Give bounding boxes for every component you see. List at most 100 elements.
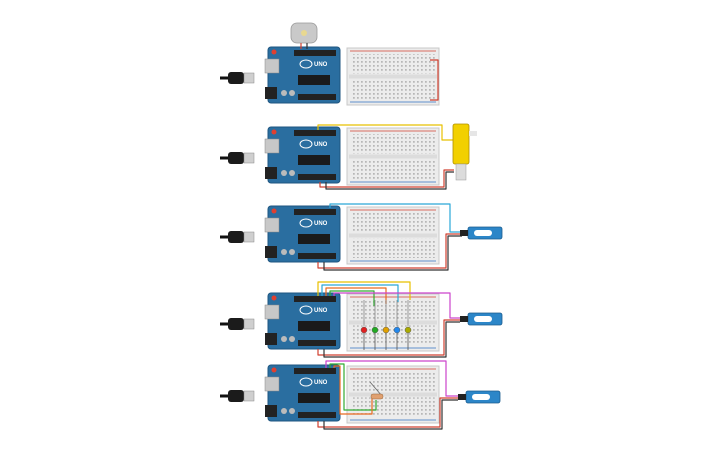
digital-header	[294, 50, 336, 56]
wire[interactable]	[430, 59, 439, 101]
usb-plug[interactable]	[228, 152, 244, 164]
gear-motor-shaft	[469, 131, 477, 136]
led[interactable]	[360, 326, 368, 334]
wire[interactable]	[323, 235, 462, 271]
arduino-logo	[299, 218, 313, 228]
terminal-strip-bottom	[351, 159, 435, 179]
wire[interactable]	[317, 397, 458, 428]
wire[interactable]	[317, 233, 462, 269]
wire[interactable]	[317, 319, 460, 356]
board-label: UNO	[314, 380, 328, 386]
led[interactable]	[393, 326, 401, 334]
reset-button[interactable]	[271, 49, 277, 55]
capacitor	[289, 249, 295, 255]
circuit-4: UNO	[220, 281, 503, 358]
led[interactable]	[371, 326, 379, 334]
power-jack	[265, 87, 277, 99]
usb-connector	[243, 231, 255, 243]
reset-button[interactable]	[271, 367, 277, 373]
center-channel	[349, 392, 437, 397]
capacitor	[281, 336, 287, 342]
microcontroller-chip	[298, 393, 330, 403]
wire[interactable]	[333, 365, 373, 415]
reset-button[interactable]	[271, 129, 277, 135]
led[interactable]	[404, 326, 412, 334]
analog-header	[298, 340, 336, 346]
capacitor	[289, 90, 295, 96]
reset-button[interactable]	[271, 295, 277, 301]
capacitor	[281, 90, 287, 96]
capacitor	[289, 408, 295, 414]
usb-port	[264, 304, 280, 320]
capacitor	[281, 170, 287, 176]
usb-plug[interactable]	[228, 318, 244, 330]
analog-header	[298, 174, 336, 180]
wire[interactable]	[317, 281, 411, 300]
terminal-strip-top	[351, 372, 435, 392]
servo-horn[interactable]	[472, 394, 490, 400]
usb-connector	[243, 72, 255, 84]
board-label: UNO	[314, 308, 328, 314]
wire[interactable]	[323, 399, 458, 430]
terminal-strip-bottom	[351, 238, 435, 258]
analog-header	[298, 253, 336, 259]
wire[interactable]	[333, 292, 460, 319]
wire[interactable]	[329, 290, 375, 306]
wire[interactable]	[323, 321, 460, 358]
wire[interactable]	[329, 203, 462, 233]
terminal-strip-bottom	[351, 79, 435, 99]
servo-horn[interactable]	[474, 316, 492, 322]
circuit-2: UNO	[220, 123, 477, 190]
capacitor	[289, 170, 295, 176]
wire[interactable]	[325, 360, 458, 397]
circuit-1: UNO	[220, 22, 440, 106]
usb-plug[interactable]	[228, 390, 244, 402]
microcontroller-chip	[298, 234, 330, 244]
wire[interactable]	[317, 124, 454, 141]
analog-header	[298, 412, 336, 418]
wire[interactable]	[325, 171, 454, 190]
microcontroller-chip	[298, 75, 330, 85]
usb-port	[264, 376, 280, 392]
terminal-strip-top	[351, 300, 435, 320]
gear-motor[interactable]	[452, 123, 470, 165]
power-jack	[265, 333, 277, 345]
led[interactable]	[382, 326, 390, 334]
power-jack	[265, 167, 277, 179]
reset-button[interactable]	[271, 208, 277, 214]
digital-header	[294, 296, 336, 302]
arduino-logo	[299, 139, 313, 149]
power-jack	[265, 246, 277, 258]
motor-shaft	[301, 30, 307, 36]
terminal-strip-top	[351, 54, 435, 74]
circuits: UNO UNO UNO UNO UNO	[220, 22, 503, 430]
digital-header	[294, 130, 336, 136]
usb-connector	[243, 390, 255, 402]
analog-header	[298, 94, 336, 100]
resistor[interactable]	[370, 393, 384, 400]
usb-port	[264, 58, 280, 74]
servo-connector	[460, 230, 468, 236]
servo-connector	[458, 394, 466, 400]
power-jack	[265, 405, 277, 417]
usb-port	[264, 217, 280, 233]
wire[interactable]	[329, 363, 377, 411]
wire[interactable]	[325, 287, 387, 304]
wire[interactable]	[319, 169, 454, 188]
usb-connector	[243, 152, 255, 164]
arduino-logo	[299, 59, 313, 69]
usb-port	[264, 138, 280, 154]
terminal-strip-top	[351, 134, 435, 154]
usb-plug[interactable]	[228, 72, 244, 84]
arduino-logo	[299, 305, 313, 315]
board-label: UNO	[314, 221, 328, 227]
usb-plug[interactable]	[228, 231, 244, 243]
servo-horn[interactable]	[474, 230, 492, 236]
center-channel	[349, 74, 437, 79]
circuit-3: UNO	[220, 203, 503, 271]
board-label: UNO	[314, 62, 328, 68]
capacitor	[289, 336, 295, 342]
digital-header	[294, 209, 336, 215]
microcontroller-chip	[298, 321, 330, 331]
